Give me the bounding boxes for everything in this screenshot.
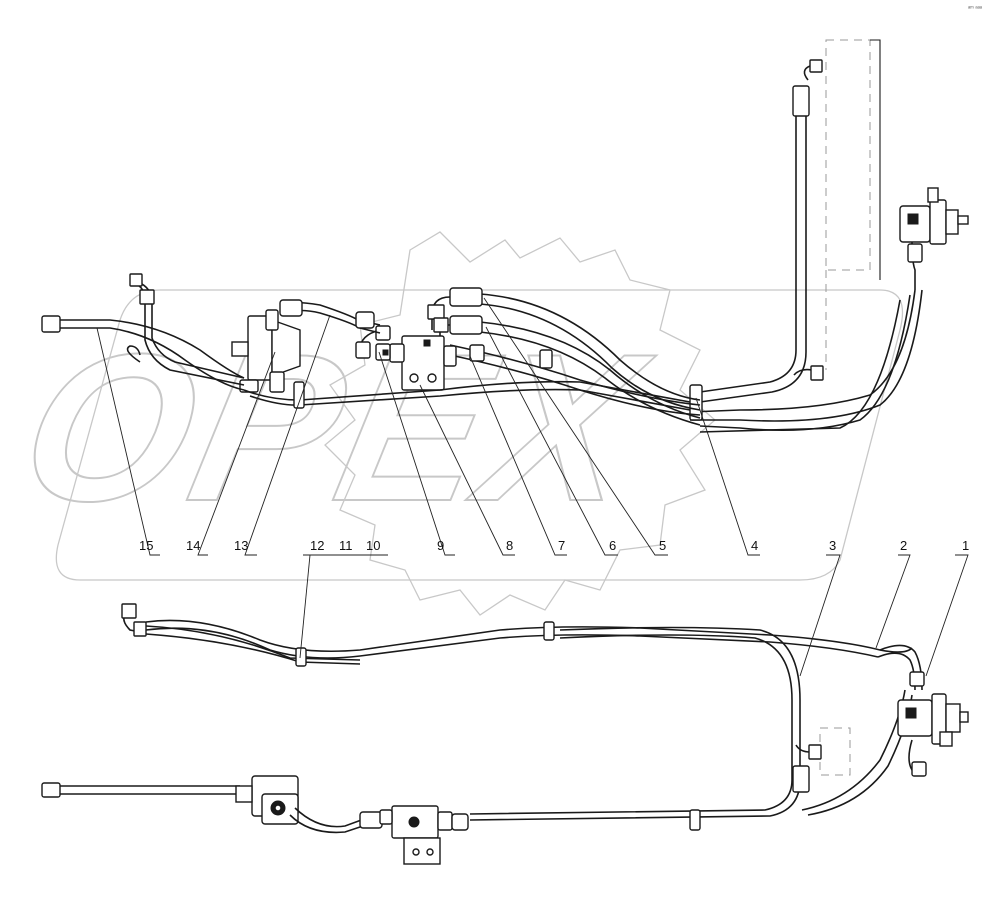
callout-5: 5 (659, 538, 666, 553)
callout-4: 4 (751, 538, 758, 553)
callout-8: 8 (506, 538, 513, 553)
watermark-text: OPEX (4, 310, 667, 544)
callout-15: 15 (139, 538, 153, 553)
callout-labels: 15 14 13 12 11 10 9 8 7 6 5 4 3 2 1 (139, 538, 969, 553)
callout-11: 11 (339, 538, 353, 553)
upper-assembly (41, 59, 969, 433)
callout-1: 1 (962, 538, 969, 553)
dashed-frame-upper (825, 39, 881, 370)
lower-valve-block (379, 805, 469, 865)
callout-14: 14 (186, 538, 200, 553)
callout-13: 13 (234, 538, 248, 553)
callout-9: 9 (437, 538, 444, 553)
right-valve-lower (897, 671, 969, 777)
pump-motor (231, 309, 301, 393)
clamp-upper-left (293, 381, 305, 409)
callout-3: 3 (829, 538, 836, 553)
callout-12: 12 (310, 538, 324, 553)
lower-assembly (41, 603, 969, 865)
right-valve-upper (899, 187, 969, 290)
callout-10: 10 (366, 538, 380, 553)
central-valve-block (389, 335, 485, 391)
leader-lines (96, 297, 969, 677)
opex-watermark: OPEX (3, 231, 904, 616)
lower-pump-motor (235, 775, 299, 825)
fitting-top (809, 59, 823, 73)
callout-6: 6 (609, 538, 616, 553)
callout-2: 2 (900, 538, 907, 553)
callout-7: 7 (558, 538, 565, 553)
clamp-4 (689, 384, 703, 421)
corner-mark: ᵃᵐ ᵃᵃᵃ (968, 6, 983, 12)
